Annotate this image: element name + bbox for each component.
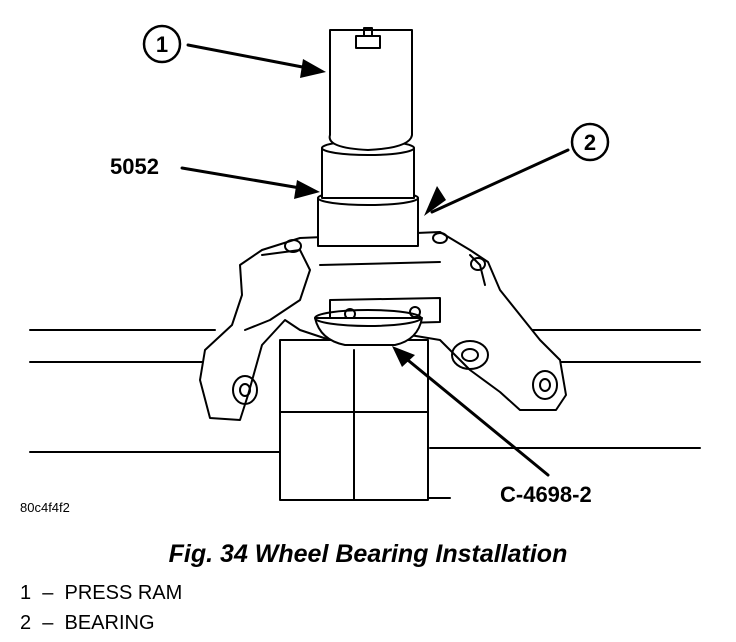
wheel-bearing-diagram: 1 2 5052 C-4698-2 80c4f4f2 <box>20 24 701 515</box>
installer-tool-5052 <box>317 140 419 247</box>
arrow-heads <box>294 59 446 367</box>
arrow-1 <box>186 43 320 72</box>
legend-item: 2 – BEARING <box>20 612 155 634</box>
tool-c4698-label: C-4698-2 <box>500 482 592 507</box>
image-id-label: 80c4f4f2 <box>20 500 70 515</box>
leader-arrows <box>180 43 570 477</box>
legend: 1 – PRESS RAM 2 – BEARING <box>20 578 182 638</box>
press-ram <box>328 27 413 151</box>
legend-number: 1 <box>20 582 32 604</box>
legend-label: BEARING <box>64 612 155 634</box>
legend-item: 1 – PRESS RAM <box>20 582 183 604</box>
tool-5052-label: 5052 <box>110 154 159 179</box>
legend-label: PRESS RAM <box>64 582 183 604</box>
callout-1-label: 1 <box>156 32 168 57</box>
figure-caption: Fig. 34 Wheel Bearing Installation <box>168 540 568 568</box>
callout-2-circle <box>570 122 610 162</box>
arrow-c4698 <box>396 350 550 477</box>
support-block <box>279 339 429 501</box>
arrow-2 <box>430 148 570 214</box>
receiver-cup <box>314 309 423 346</box>
callout-1-circle <box>142 24 182 64</box>
legend-number: 2 <box>20 612 32 634</box>
callout-2-label: 2 <box>584 130 596 155</box>
arrow-5052 <box>180 166 314 192</box>
